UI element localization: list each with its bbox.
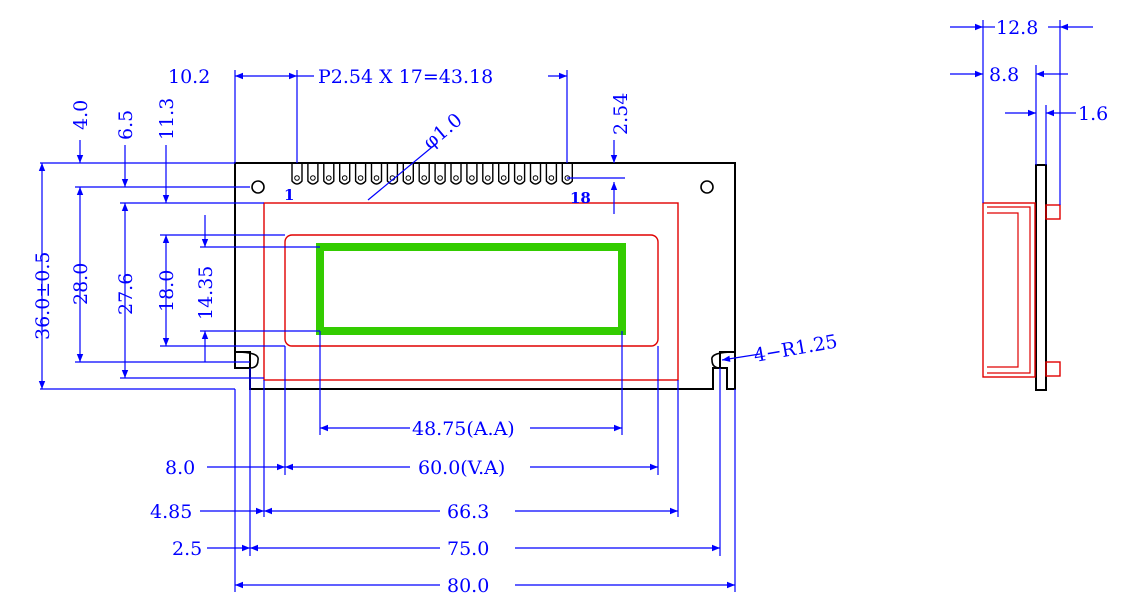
pin-pad xyxy=(307,163,319,185)
pin-hole xyxy=(453,175,459,181)
pin-pad xyxy=(434,163,446,185)
bezel-outer xyxy=(263,202,679,381)
side-pin-bottom xyxy=(1045,361,1061,377)
pin-hole xyxy=(357,175,364,181)
pin-hole xyxy=(548,175,555,181)
label-w-bezel-offset: 4.85 xyxy=(150,501,192,523)
label-pin-last: 18 xyxy=(570,189,591,207)
active-area xyxy=(316,243,626,335)
pin-hole xyxy=(294,175,300,181)
side-bezel-inner xyxy=(987,206,1031,374)
label-w-active-area: 48.75(A.A) xyxy=(412,418,515,440)
label-h-bezel-top: 11.3 xyxy=(156,98,178,140)
label-side-total: 12.8 xyxy=(996,17,1038,39)
label-w-pin-offset: 10.2 xyxy=(168,66,210,88)
label-pin-hole-dia: φ1.0 xyxy=(419,109,466,154)
label-w-hole-offset: 2.5 xyxy=(172,538,202,560)
pin-hole xyxy=(373,175,380,181)
label-h-total: 36.0±0.5 xyxy=(32,252,54,340)
side-view xyxy=(982,164,1061,391)
label-w-bezel: 66.3 xyxy=(447,501,489,523)
label-w-total: 80.0 xyxy=(447,575,489,597)
label-h-pin-row: 4.0 xyxy=(70,100,92,130)
pin-pad xyxy=(402,163,414,185)
pin-hole xyxy=(421,175,428,181)
label-pin-pitch: P2.54 X 17=43.18 xyxy=(318,66,493,88)
label-h-hole-span: 28.0 xyxy=(70,263,92,305)
pin-pad xyxy=(291,163,303,185)
pin-pad xyxy=(545,163,558,185)
side-pin-top xyxy=(1045,204,1061,220)
label-h-bezel: 27.6 xyxy=(115,273,137,315)
pin-hole xyxy=(310,175,316,181)
label-w-view-offset: 8.0 xyxy=(165,457,195,479)
pin-pad xyxy=(529,163,542,185)
pin-hole xyxy=(469,175,475,181)
pin-hole xyxy=(341,175,348,181)
pin-pad xyxy=(498,163,510,185)
label-w-pitch-edge: 2.54 xyxy=(610,93,632,135)
label-w-view-area: 60.0(V.A) xyxy=(418,457,505,479)
pcb-notch-right xyxy=(711,351,736,369)
pin-hole xyxy=(532,175,539,181)
front-view xyxy=(234,162,736,390)
viewing-area xyxy=(284,234,659,347)
pin-pad xyxy=(354,163,367,185)
pcb-outline xyxy=(234,162,736,390)
pin-pad xyxy=(418,163,430,185)
label-corner-radius: 4−R1.25 xyxy=(752,331,839,367)
label-h-active-area: 14.35 xyxy=(195,266,217,320)
front-dimensions xyxy=(38,70,761,592)
pin-hole xyxy=(326,175,332,181)
pin-hole xyxy=(405,175,412,181)
pin-pad xyxy=(323,163,335,185)
pin-hole xyxy=(500,175,507,181)
label-side-pcb: 1.6 xyxy=(1078,103,1108,125)
pin-pad xyxy=(561,163,573,185)
side-dimension-labels: 12.8 8.8 1.6 xyxy=(989,17,1108,125)
pin-row xyxy=(291,163,573,185)
pcb-notch-left xyxy=(234,351,259,369)
pin-hole xyxy=(516,175,523,181)
label-h-view-area: 18.0 xyxy=(156,270,178,312)
mounting-hole-top-right xyxy=(700,180,714,194)
pin-pad xyxy=(339,163,351,185)
side-pcb xyxy=(1035,164,1047,391)
pin-hole xyxy=(485,175,491,181)
pin-pad xyxy=(386,163,399,185)
pin-pad xyxy=(513,163,526,185)
pin-pad xyxy=(450,163,462,185)
mounting-hole-top-left xyxy=(251,180,265,194)
pin-pad xyxy=(370,163,383,185)
pin-pad xyxy=(466,163,478,185)
pin-pad xyxy=(482,163,494,185)
front-dimension-labels: 10.2 P2.54 X 17=43.18 2.54 4.0 6.5 11.3 … xyxy=(32,66,839,597)
pin-hole xyxy=(437,175,443,181)
label-w-hole-span: 75.0 xyxy=(447,538,489,560)
side-dimensions xyxy=(950,20,1093,205)
label-side-module: 8.8 xyxy=(989,64,1019,86)
side-bezel xyxy=(982,202,1036,378)
label-h-hole-center: 6.5 xyxy=(115,110,137,140)
label-pin-first: 1 xyxy=(284,186,294,204)
